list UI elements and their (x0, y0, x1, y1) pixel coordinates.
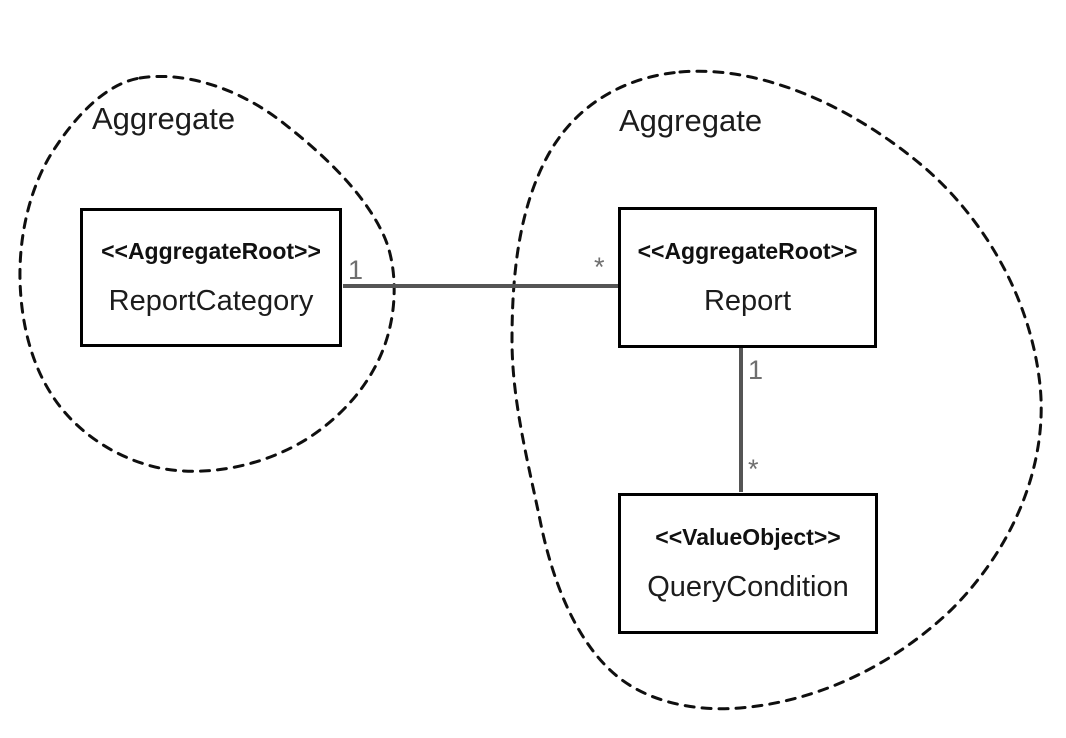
class-name: ReportCategory (108, 284, 314, 317)
multiplicity-report-end: * (594, 252, 605, 282)
aggregate-label-right: Aggregate (619, 103, 763, 138)
class-box-report: <<AggregateRoot>> Report (618, 207, 877, 348)
multiplicity-reportcategory-end: 1 (348, 255, 364, 285)
class-name: Report (703, 284, 792, 317)
class-box-querycondition: <<ValueObject>> QueryCondition (618, 493, 878, 634)
multiplicity-querycondition-end: * (748, 454, 759, 484)
stereotype-label: <<AggregateRoot>> (101, 237, 321, 264)
stereotype-label: <<AggregateRoot>> (637, 237, 858, 264)
stereotype-label: <<ValueObject>> (655, 523, 841, 550)
class-box-reportcategory: <<AggregateRoot>> ReportCategory (80, 208, 342, 347)
class-name: QueryCondition (647, 570, 849, 603)
aggregate-boundary-right (510, 69, 1043, 711)
aggregate-label-left: Aggregate (92, 101, 236, 136)
aggregate-boundary-left (18, 74, 396, 473)
multiplicity-report-lower-end: 1 (748, 355, 764, 385)
